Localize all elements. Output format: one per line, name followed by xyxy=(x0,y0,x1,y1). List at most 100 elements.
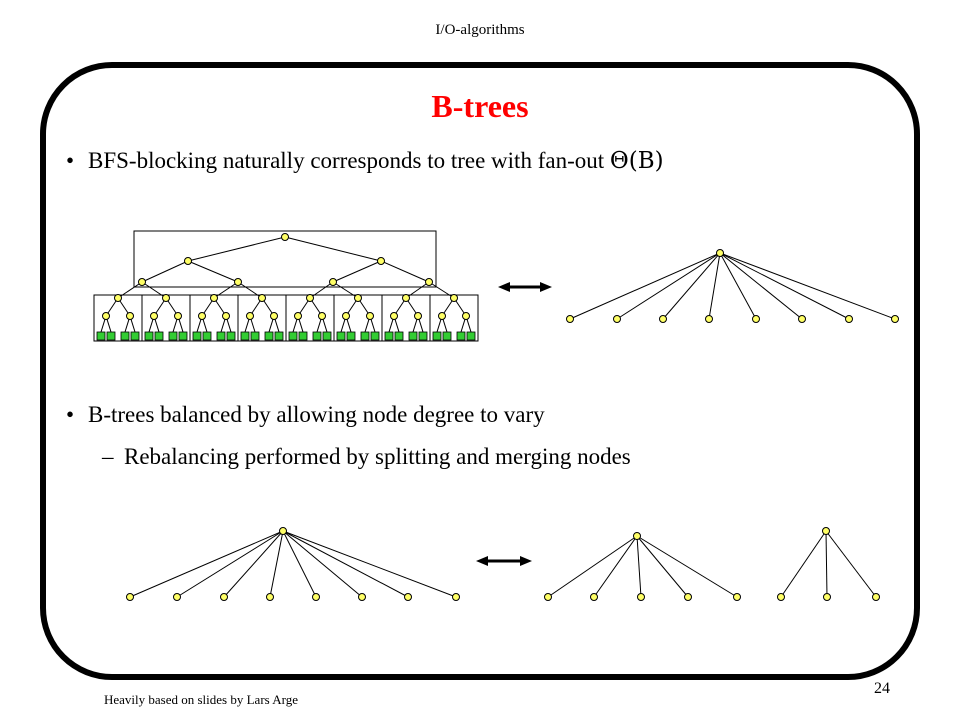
tree-node xyxy=(102,312,110,320)
tree-node xyxy=(637,593,645,601)
tree-node xyxy=(752,315,760,323)
tree-node xyxy=(544,593,552,601)
leaf-block xyxy=(130,331,140,341)
leaf-block xyxy=(202,331,212,341)
sub-bullet-mark: – xyxy=(102,444,114,469)
tree-edge xyxy=(636,535,738,598)
arrow-head xyxy=(540,282,552,292)
leaf-block xyxy=(144,331,154,341)
tree-edge xyxy=(547,535,638,598)
tree-node xyxy=(402,294,410,302)
tree-node xyxy=(366,312,374,320)
tree-edge xyxy=(708,252,721,320)
tree-node xyxy=(126,593,134,601)
tree-edge xyxy=(569,252,721,320)
tree-node xyxy=(822,527,830,535)
sub-bullet-rebalancing: –Rebalancing performed by splitting and … xyxy=(102,444,631,470)
tree-edge xyxy=(428,281,455,299)
tree-node xyxy=(258,294,266,302)
tree-node xyxy=(705,315,713,323)
leaf-block xyxy=(432,331,442,341)
leaf-block xyxy=(336,331,346,341)
tree-node xyxy=(173,593,181,601)
tree-node xyxy=(425,278,433,286)
tree-node xyxy=(404,593,412,601)
leaf-block xyxy=(312,331,322,341)
tree-node xyxy=(566,315,574,323)
tree-node xyxy=(450,294,458,302)
tree-node xyxy=(306,294,314,302)
header-text: I/O-algorithms xyxy=(435,22,525,38)
tree-edge xyxy=(662,252,721,320)
leaf-block xyxy=(120,331,130,341)
tree-edge xyxy=(187,260,239,283)
leaf-block xyxy=(216,331,226,341)
tree-edge xyxy=(636,535,642,598)
tree-node xyxy=(354,294,362,302)
tree-node xyxy=(210,294,218,302)
tree-node xyxy=(414,312,422,320)
tree-node xyxy=(266,593,274,601)
tree-node xyxy=(823,593,831,601)
tree-edge xyxy=(380,260,430,283)
tree-edge xyxy=(719,252,850,320)
tree-edge xyxy=(282,530,457,598)
tree-node xyxy=(891,315,899,323)
tree-node xyxy=(220,593,228,601)
tree-node xyxy=(845,315,853,323)
leaf-block xyxy=(106,331,116,341)
tree-node xyxy=(733,593,741,601)
slide-title: B-trees xyxy=(431,88,529,124)
tree-node xyxy=(234,278,242,286)
bullet-mark: • xyxy=(66,402,75,427)
leaf-block xyxy=(394,331,404,341)
tree-node xyxy=(798,315,806,323)
tree-edge xyxy=(141,281,167,299)
leaf-block xyxy=(360,331,370,341)
page-number: 24 xyxy=(874,680,890,697)
top-block xyxy=(133,230,437,288)
tree-node xyxy=(590,593,598,601)
leaf-block xyxy=(178,331,188,341)
tree-node xyxy=(162,294,170,302)
tree-node xyxy=(659,315,667,323)
tree-node xyxy=(633,532,641,540)
tree-node xyxy=(452,593,460,601)
tree-node xyxy=(246,312,254,320)
tree-edge xyxy=(282,530,363,598)
fan-out-tree xyxy=(566,249,899,323)
tree-node xyxy=(342,312,350,320)
tree-edge xyxy=(117,281,143,299)
tree-edge xyxy=(780,530,827,598)
leaf-block xyxy=(154,331,164,341)
tree-node xyxy=(358,593,366,601)
tree-edge xyxy=(176,530,284,598)
leaf-block xyxy=(370,331,380,341)
tree-node xyxy=(174,312,182,320)
arrow-head xyxy=(476,556,488,566)
leaf-block xyxy=(96,331,106,341)
tree-edge xyxy=(616,252,721,320)
arrow-head xyxy=(520,556,532,566)
tree-edge xyxy=(282,530,409,598)
tree-node xyxy=(462,312,470,320)
tree-node xyxy=(294,312,302,320)
tree-node xyxy=(684,593,692,601)
tree-node xyxy=(150,312,158,320)
tree-node xyxy=(114,294,122,302)
tree-node xyxy=(318,312,326,320)
leaf-block xyxy=(408,331,418,341)
tree-edge xyxy=(141,260,189,283)
leaf-block xyxy=(168,331,178,341)
tree-node xyxy=(390,312,398,320)
tree-node xyxy=(138,278,146,286)
tree-node xyxy=(270,312,278,320)
bullet-text: B-trees balanced by allowing node degree… xyxy=(88,402,545,427)
tree-edge xyxy=(284,236,382,262)
tree-edge xyxy=(213,281,239,299)
tree-node xyxy=(613,315,621,323)
tree-node xyxy=(377,257,385,265)
leaf-block xyxy=(264,331,274,341)
tree-node xyxy=(281,233,289,241)
